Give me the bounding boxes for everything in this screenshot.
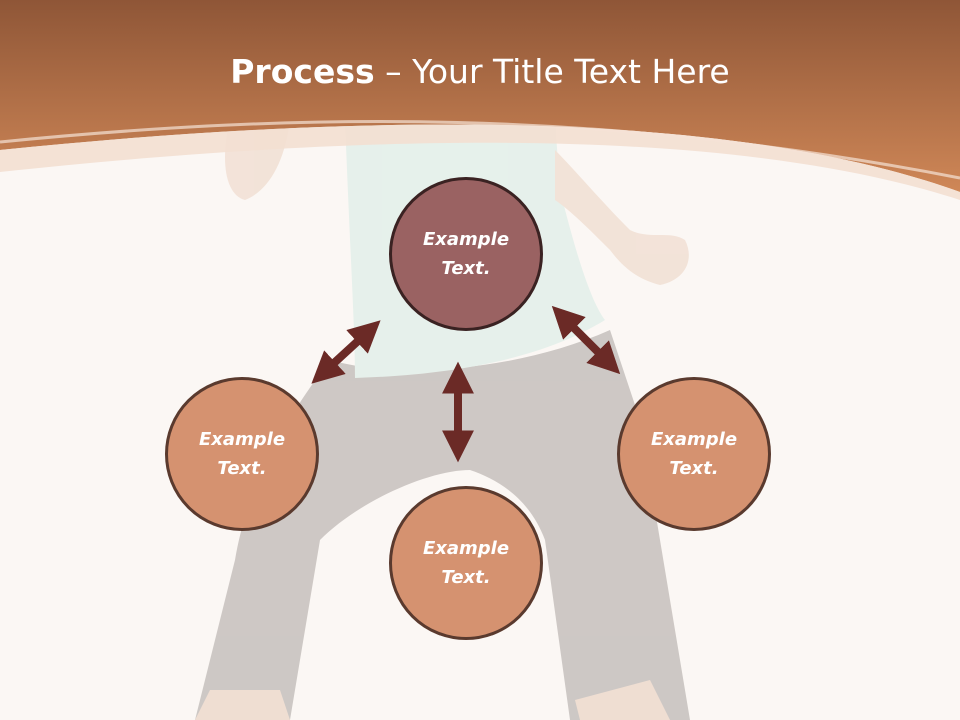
title-rest: – Your Title Text Here xyxy=(374,52,730,91)
header-band xyxy=(0,0,960,192)
title-bold: Process xyxy=(230,52,375,91)
node-right: Example Text. xyxy=(617,377,771,531)
node-right-label: Example Text. xyxy=(650,429,738,479)
arrow-top-right xyxy=(551,305,621,375)
header-wave xyxy=(0,124,960,200)
node-left-label: Example Text. xyxy=(198,429,286,479)
node-bottom-label: Example Text. xyxy=(422,538,510,588)
arrow-top-left xyxy=(311,320,381,384)
slide-title: Process – Your Title Text Here xyxy=(0,52,960,91)
node-top: Example Text. xyxy=(389,177,543,331)
node-top-label: Example Text. xyxy=(422,229,510,279)
node-bottom: Example Text. xyxy=(389,486,543,640)
node-left: Example Text. xyxy=(165,377,319,531)
